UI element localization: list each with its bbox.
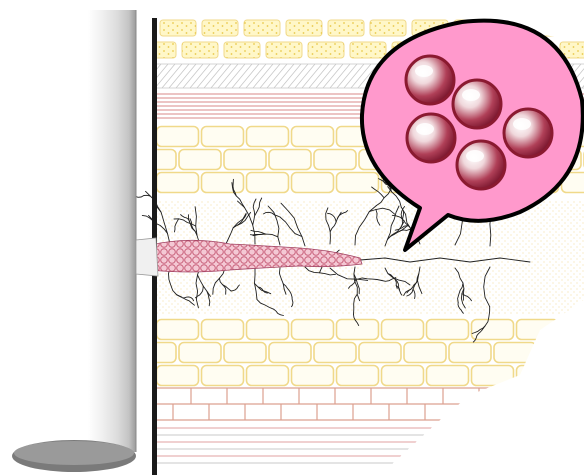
sand-cell-dots [370,20,406,36]
brick [247,127,289,147]
brick [449,343,491,363]
red-brick-band [155,388,584,420]
brick [337,366,379,386]
brick [494,343,536,363]
brick [314,150,356,170]
sand-cell-dots [538,20,574,36]
brick [202,127,244,147]
brick [179,343,221,363]
brick [202,173,244,193]
brick [562,320,584,340]
brick [247,173,289,193]
sand-cell-dots [308,42,344,58]
brick [224,343,266,363]
brick [224,150,266,170]
brick [517,366,559,386]
brick [202,366,244,386]
brick [472,366,514,386]
grain-highlight [466,150,484,162]
brick [157,320,199,340]
hatch-line [134,64,154,88]
brick [247,320,289,340]
brick [382,366,424,386]
brick [562,366,584,386]
brick [247,366,289,386]
brick [337,173,379,193]
sand-cell [538,20,574,36]
brick [517,320,559,340]
brick [269,343,311,363]
sand-cell-dots [328,20,364,36]
brick [539,343,581,363]
proppant-sphere-icon [453,80,501,128]
bottom-stripe-band [155,428,584,463]
brick [157,366,199,386]
brick [427,320,469,340]
grain-highlight [416,123,434,135]
sand-cell-dots [350,42,386,58]
proppant-sphere-icon [457,141,505,189]
perforation-tunnel [136,238,158,276]
brick [427,366,469,386]
sand-cell-dots [580,20,584,36]
sand-cell-dots [182,42,218,58]
casing-pipe [88,10,136,452]
brick [157,127,199,147]
brick [359,343,401,363]
brick [157,173,199,193]
brick [314,343,356,363]
brick [292,127,334,147]
sand-cell-dots [160,20,196,36]
brick [292,320,334,340]
brick [404,343,446,363]
brick [179,150,221,170]
brick [472,320,514,340]
proppant-sphere-icon [406,56,454,104]
proppant-sphere-icon [407,114,455,162]
fracture-crack [135,195,150,197]
brick [292,366,334,386]
sand-cell-dots [244,20,280,36]
brick [269,150,311,170]
sand-cell-dots [202,20,238,36]
yellow-brick-lower [134,320,584,386]
grain-highlight [462,89,480,101]
sand-cell-dots [286,20,322,36]
brick [292,173,334,193]
wellbore [12,10,158,475]
grain-highlight [415,65,433,77]
proppant-sphere-icon [504,109,552,157]
sand-cell-dots [224,42,260,58]
casing-base-rim [14,441,134,465]
sand-cell-dots [140,42,176,58]
grain-highlight [513,118,531,130]
brick [382,320,424,340]
brick [202,320,244,340]
sand-cell-dots [266,42,302,58]
sand-cell [580,20,584,36]
